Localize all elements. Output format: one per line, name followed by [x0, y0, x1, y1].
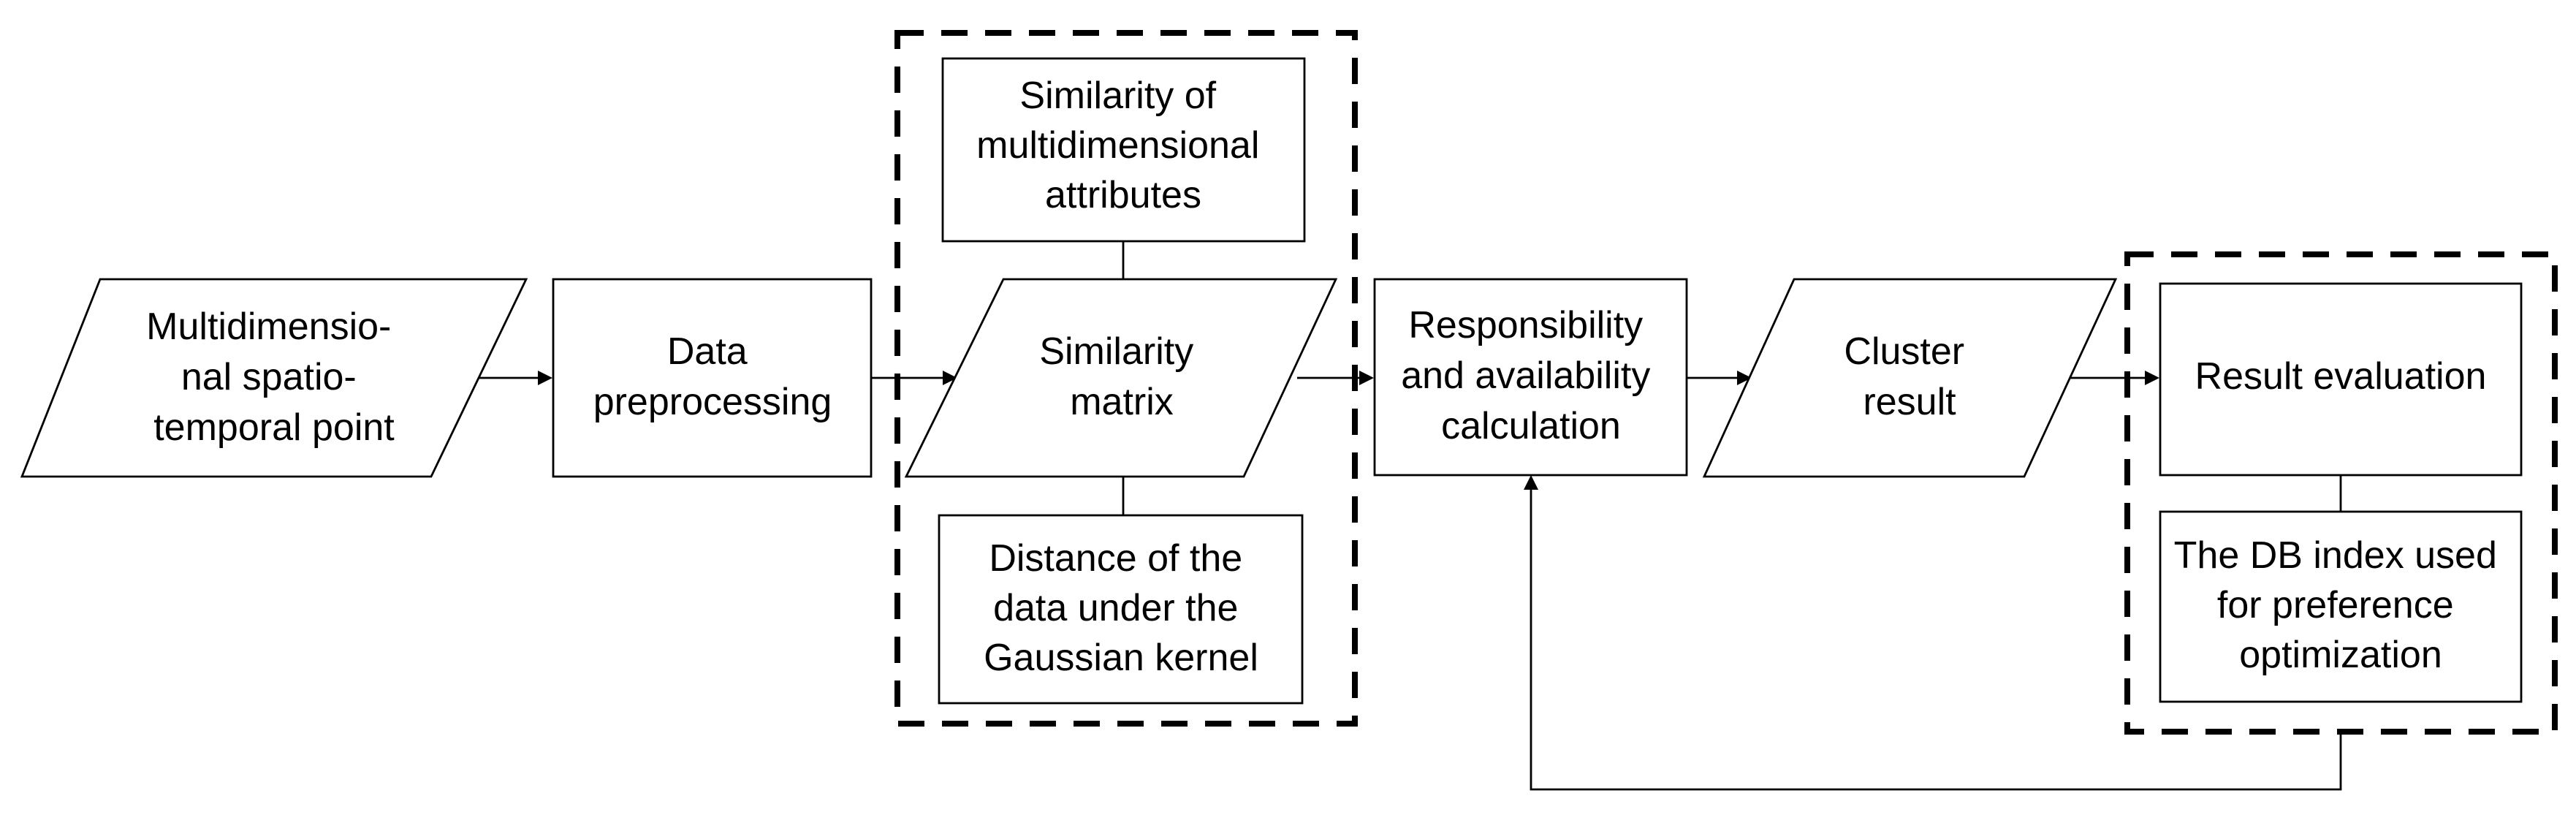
similarity-matrix-parallelogram: [904, 278, 1338, 478]
responsibility-label: Responsibility and availability calculat…: [1401, 304, 1661, 447]
responsibility-box: [1373, 278, 1688, 477]
db-index-label: The DB index used for preference optimiz…: [2174, 534, 2508, 676]
input-label-line: nal spatio-: [181, 356, 357, 398]
similarity-matrix-label: Similarity matrix: [1039, 330, 1204, 423]
data-preprocessing-label: Data preprocessing: [593, 330, 832, 423]
db-index-label-line: The DB index used: [2174, 534, 2497, 577]
edge-feedback-loop: [1530, 488, 2342, 791]
data-preprocessing-box: [552, 278, 873, 478]
cluster-label-line: Cluster: [1844, 330, 1964, 373]
result-evaluation-label: Result evaluation: [2195, 355, 2487, 398]
resp-label-line: and availability: [1401, 355, 1650, 397]
evaluation-group-frame: [2124, 251, 2558, 735]
sim-matrix-label-line: Similarity: [1039, 330, 1193, 373]
distance-label-line: Gaussian kernel: [984, 637, 1258, 679]
arrowhead-evaluation: [2145, 371, 2159, 385]
distance-box: [938, 514, 1304, 705]
preprocess-label-line: Data: [667, 330, 748, 373]
arrowhead-feedback: [1524, 475, 1538, 490]
evaluation-label-line: Result evaluation: [2195, 355, 2487, 398]
input-label: Multidimensio- nal spatio- temporal poin…: [146, 306, 402, 449]
sim-matrix-label-line: matrix: [1070, 381, 1174, 423]
cluster-label-line: result: [1863, 381, 1956, 423]
db-index-label-line: for preference: [2217, 584, 2454, 626]
cluster-result-parallelogram: [1702, 278, 2118, 478]
distance-label: Distance of the data under the Gaussian …: [984, 537, 1258, 679]
sim-attr-label-line: attributes: [1045, 174, 1201, 216]
sim-attr-label-line: multidimensional: [976, 124, 1259, 167]
result-evaluation-box: [2159, 282, 2523, 477]
arrowhead-cluster: [1737, 371, 1752, 385]
db-index-box: [2159, 510, 2523, 703]
input-label-line: temporal point: [153, 406, 395, 449]
resp-label-line: Responsibility: [1408, 304, 1643, 346]
input-parallelogram: [20, 278, 528, 478]
arrowhead-responsibility: [1359, 371, 1374, 385]
distance-label-line: Distance of the: [989, 537, 1242, 580]
distance-label-line: data under the: [993, 587, 1238, 629]
db-index-label-line: optimization: [2239, 634, 2442, 676]
arrowhead-similarity-matrix: [943, 371, 957, 385]
similarity-attributes-box: [941, 57, 1306, 243]
arrowhead-preprocess: [538, 371, 552, 385]
input-label-line: Multidimensio-: [146, 306, 391, 348]
resp-label-line: calculation: [1441, 405, 1621, 447]
cluster-result-label: Cluster result: [1844, 330, 1975, 423]
preprocess-label-line: preprocessing: [593, 381, 832, 423]
sim-attr-label-line: Similarity of: [1019, 75, 1216, 117]
similarity-attributes-label: Similarity of multidimensional attribute…: [976, 75, 1270, 216]
